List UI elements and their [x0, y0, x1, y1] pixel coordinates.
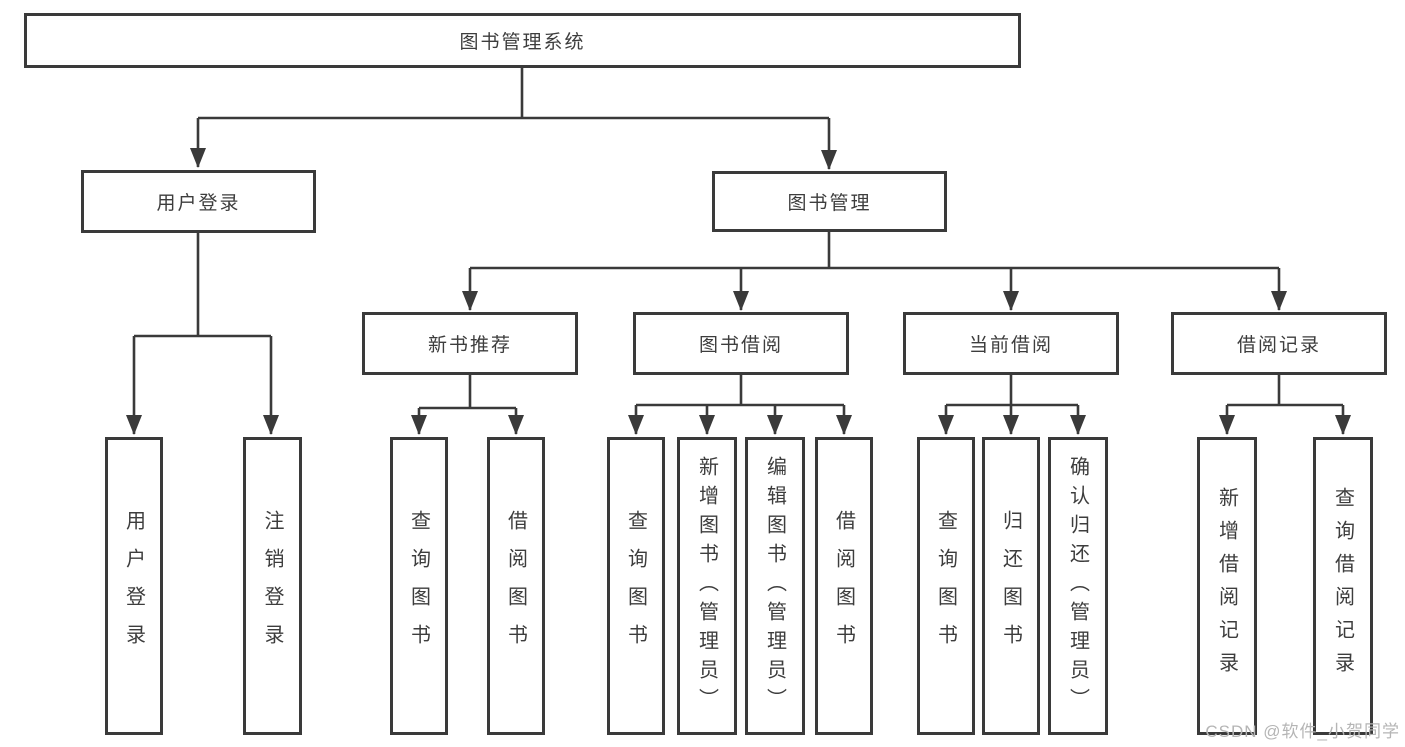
node-new-book-recommend: 新书推荐: [362, 312, 578, 375]
node-borrow-records: 借阅记录: [1171, 312, 1387, 375]
leaf-borrow-borrow-books: 借阅图书: [815, 437, 873, 735]
leaf-new-books-borrow: 借阅图书: [487, 437, 545, 735]
leaf-borrow-query-books: 查询图书: [607, 437, 665, 735]
leaf-new-books-query: 查询图书: [390, 437, 448, 735]
leaf-borrow-add-books-admin: 新增图书（管理员）: [677, 437, 737, 735]
leaf-records-query: 查询借阅记录: [1313, 437, 1373, 735]
leaf-current-return-books: 归还图书: [982, 437, 1040, 735]
leaf-borrow-edit-books-admin: 编辑图书（管理员）: [745, 437, 805, 735]
node-book-borrow: 图书借阅: [633, 312, 849, 375]
leaf-user-login: 用户登录: [105, 437, 163, 735]
node-book-management-system: 图书管理系统: [24, 13, 1021, 68]
watermark-text: CSDN @软件_小贺同学: [1205, 722, 1400, 741]
leaf-current-query-books: 查询图书: [917, 437, 975, 735]
node-user-login: 用户登录: [81, 170, 316, 233]
node-current-borrow: 当前借阅: [903, 312, 1119, 375]
leaf-logout: 注销登录: [243, 437, 302, 735]
node-book-management: 图书管理: [712, 171, 947, 232]
leaf-current-confirm-return-admin: 确认归还（管理员）: [1048, 437, 1108, 735]
leaf-records-add: 新增借阅记录: [1197, 437, 1257, 735]
